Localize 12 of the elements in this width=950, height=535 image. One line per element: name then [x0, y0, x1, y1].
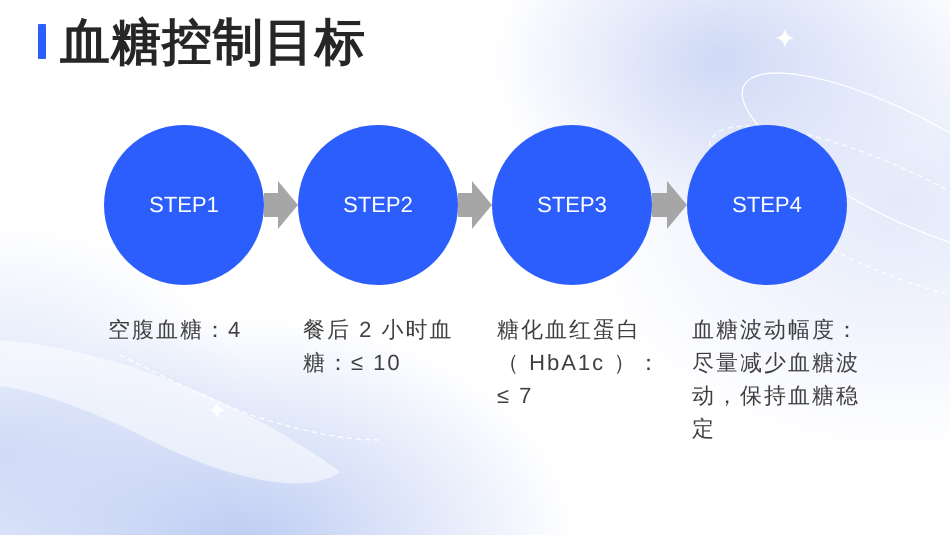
step-description: 空腹血糖：4: [108, 316, 244, 344]
step-label: STEP3: [537, 192, 607, 218]
step-description: 血糖波动幅度：尽量减少血糖波动，保持血糖稳定: [692, 316, 861, 443]
step-label: STEP2: [343, 192, 413, 218]
step-label: STEP1: [149, 192, 219, 218]
step-description: 餐后 2 小时血糖：≤ 10: [303, 316, 454, 377]
arrow: [652, 181, 687, 229]
step-description: 糖化血红蛋白（ HbA1c ）：≤ 7: [497, 316, 662, 410]
title: 血糖控制目标: [60, 13, 366, 72]
arrow: [458, 181, 492, 229]
step-label: STEP4: [732, 192, 802, 218]
arrow: [264, 181, 298, 229]
